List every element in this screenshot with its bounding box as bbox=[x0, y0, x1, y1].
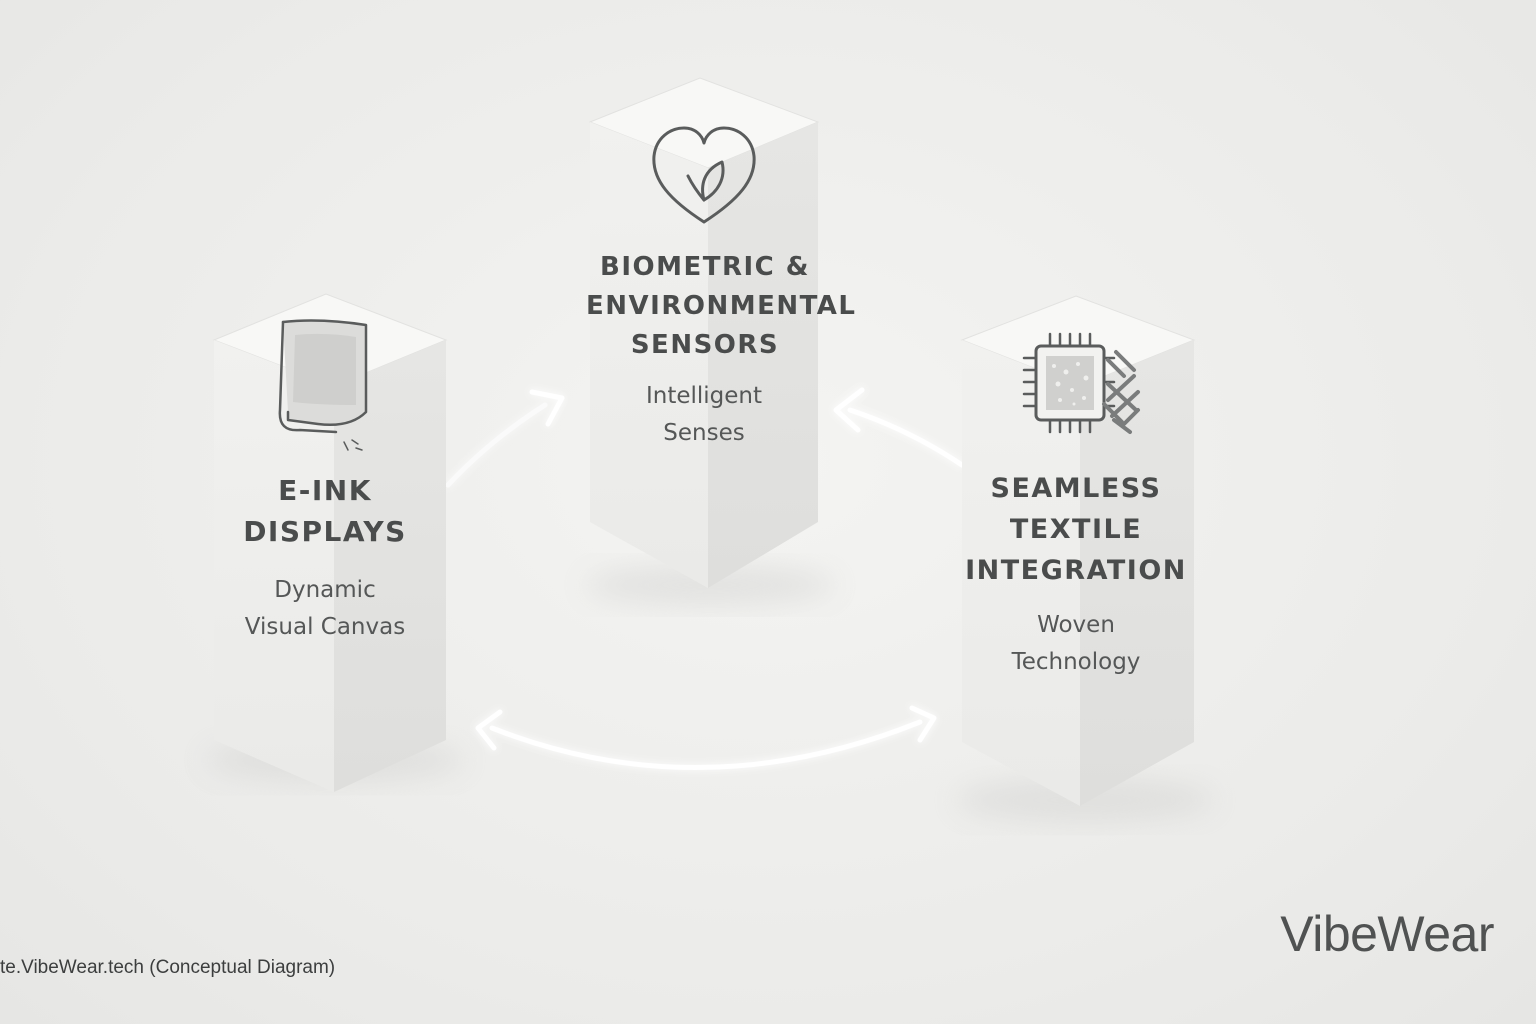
title-line: INTEGRATION bbox=[965, 555, 1187, 586]
title-line: ENVIRONMENTAL bbox=[586, 291, 857, 321]
arrow-bottom-arc bbox=[489, 719, 923, 770]
title-line: TEXTILE bbox=[1009, 514, 1143, 545]
arrow-displays-to-sensors-head bbox=[529, 389, 565, 427]
pillar-title-textile: SEAMLESS TEXTILE INTEGRATION bbox=[962, 468, 1190, 591]
subtitle-line: Visual Canvas bbox=[244, 614, 406, 640]
pillar-subtitle-biometric: Intelligent Senses bbox=[590, 378, 818, 452]
subtitle-line: Dynamic bbox=[274, 577, 376, 603]
footer-caption: te.VibeWear.tech (Conceptual Diagram) bbox=[0, 957, 336, 978]
flow-arrows bbox=[445, 387, 965, 770]
subtitle-line: Senses bbox=[663, 420, 745, 446]
title-line: DISPLAYS bbox=[243, 515, 407, 548]
subtitle-line: Woven bbox=[1037, 612, 1115, 638]
pillar-biometric-sensors bbox=[588, 77, 820, 588]
arrow-textile-to-sensors-head bbox=[833, 387, 865, 433]
pillar-title-e-ink: E-INK DISPLAYS bbox=[214, 470, 436, 552]
arrow-bottom-left-head bbox=[475, 709, 503, 751]
arrow-displays-to-sensors bbox=[445, 402, 548, 488]
pillar-subtitle-textile: Woven Technology bbox=[962, 607, 1190, 681]
title-line: SENSORS bbox=[630, 330, 780, 360]
brand-logo-text: VibeWear bbox=[1280, 906, 1494, 962]
flexible-display-icon bbox=[278, 319, 368, 451]
pillar-textile-integration bbox=[960, 295, 1196, 806]
pillar-title-biometric: BIOMETRIC & ENVIRONMENTAL SENSORS bbox=[586, 248, 857, 365]
chip-textile-icon bbox=[1022, 332, 1140, 434]
subtitle-line: Technology bbox=[1011, 649, 1141, 675]
title-line: E-INK bbox=[278, 474, 372, 507]
arrow-bottom-right-head bbox=[909, 705, 937, 743]
title-line: SEAMLESS bbox=[990, 473, 1162, 504]
subtitle-line: Intelligent bbox=[645, 383, 763, 409]
arrow-textile-to-sensors bbox=[847, 407, 965, 468]
title-line: BIOMETRIC & bbox=[600, 252, 810, 282]
pillar-e-ink-displays bbox=[212, 293, 448, 792]
heart-leaf-icon bbox=[652, 126, 756, 224]
pillar-subtitle-e-ink: Dynamic Visual Canvas bbox=[214, 572, 436, 646]
